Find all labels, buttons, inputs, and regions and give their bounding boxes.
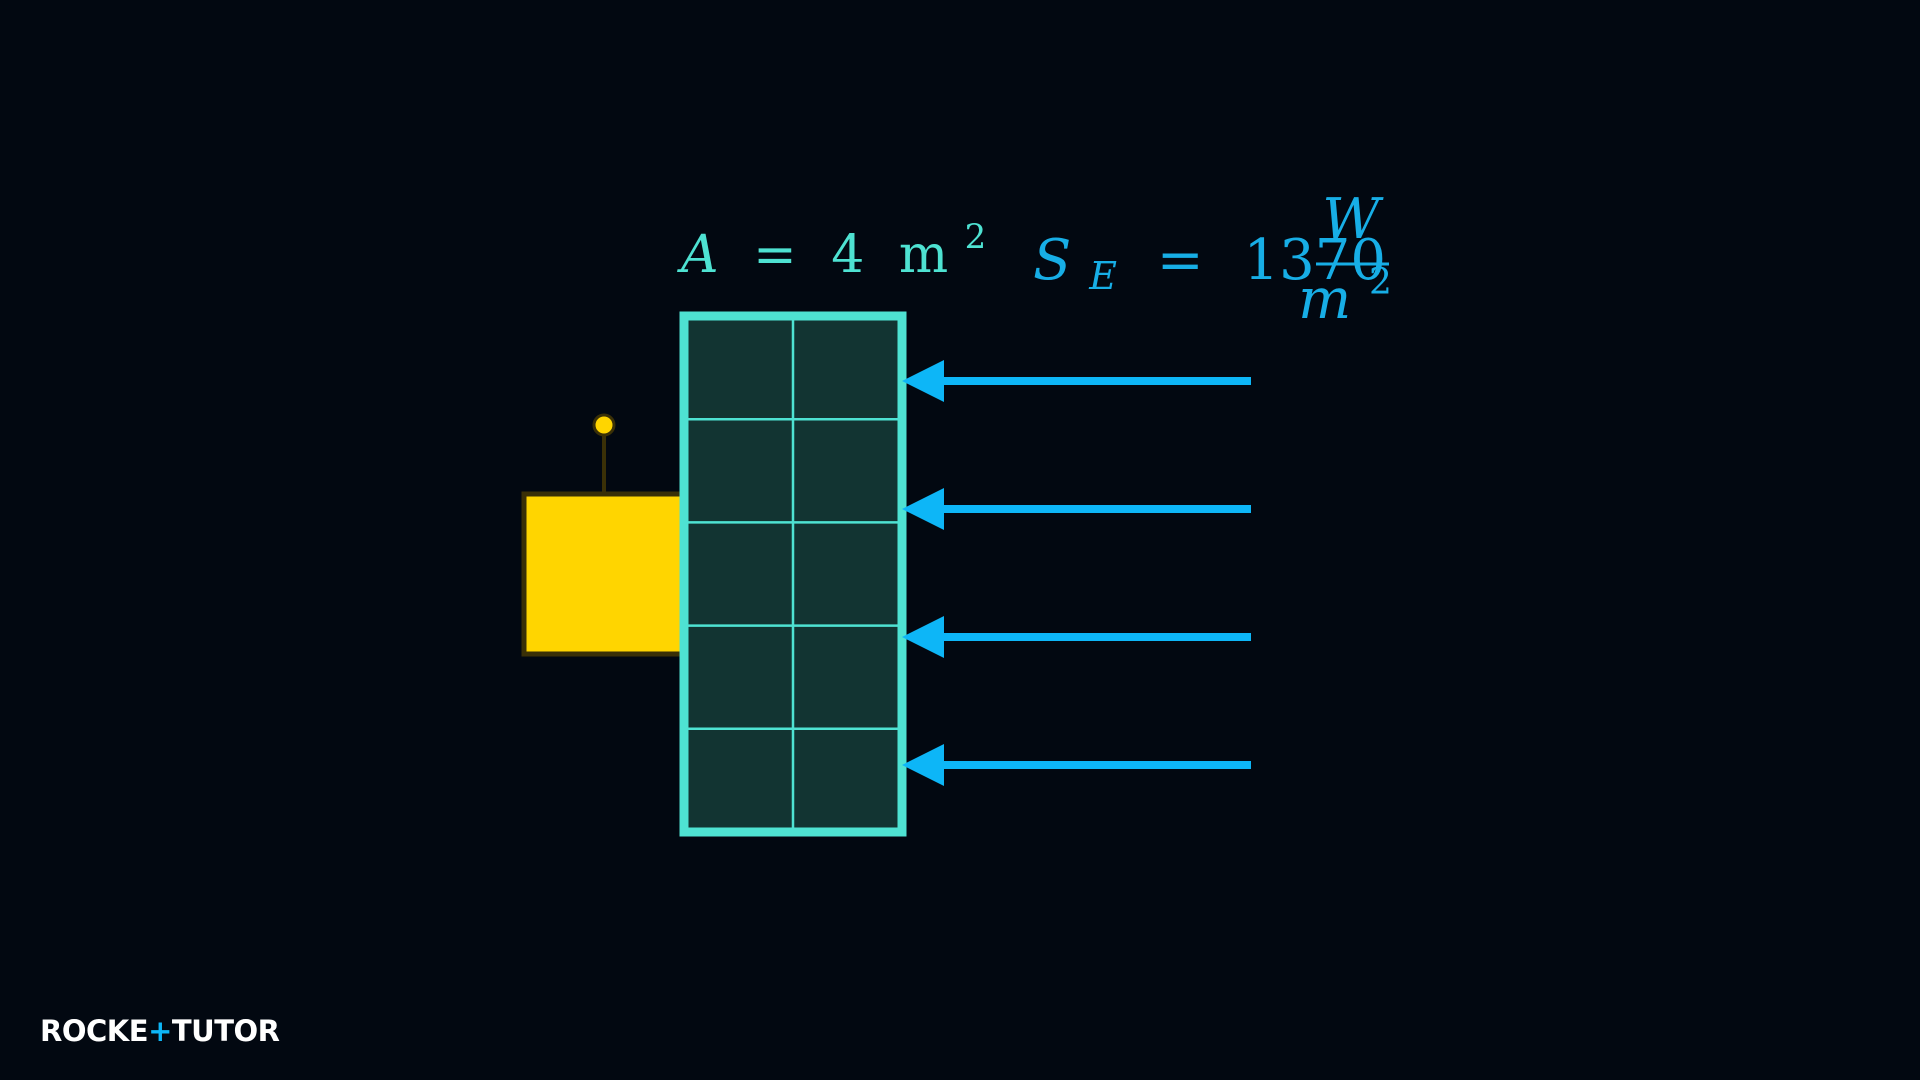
area-label: A = 4 m 2	[677, 217, 986, 285]
logo-text-tuto: TUTO	[172, 1014, 258, 1048]
flux-label: S E = 1370 W m 2	[1033, 187, 1392, 332]
flux-arrow	[902, 488, 1251, 530]
solar-flux-arrows	[902, 360, 1251, 786]
area-eq: =	[753, 225, 797, 285]
flux-arrow-head	[902, 488, 944, 530]
flux-arrow	[902, 744, 1251, 786]
flux-eq: =	[1157, 228, 1204, 293]
logo-text-rocke: ROCKE	[40, 1014, 148, 1048]
flux-arrow-head	[902, 616, 944, 658]
logo-accent-plus: +	[148, 1014, 172, 1048]
area-value: 4	[831, 225, 864, 285]
antenna-tip	[592, 413, 616, 437]
logo-accent-r: R	[258, 1014, 280, 1048]
flux-arrow-head	[902, 744, 944, 786]
flux-arrow-head	[902, 360, 944, 402]
area-exponent: 2	[965, 217, 987, 257]
flux-numerator: W	[1322, 187, 1384, 252]
rockettutor-logo: ROCKE+TUTOR	[40, 1014, 280, 1048]
flux-arrow	[902, 360, 1251, 402]
flux-denominator: m 2	[1298, 262, 1392, 332]
solar-panel-grid	[684, 316, 902, 832]
satellite-body-group	[521, 413, 687, 657]
area-var: A	[677, 225, 719, 285]
flux-lhs: S E = 1370	[1033, 228, 1386, 303]
flux-subscript: E	[1088, 254, 1117, 298]
flux-den-var: m	[1298, 267, 1351, 332]
satellite-body	[521, 491, 687, 657]
flux-arrow	[902, 616, 1251, 658]
flux-den-exponent: 2	[1369, 262, 1392, 303]
flux-value: 1370	[1243, 228, 1386, 293]
flux-var: S	[1033, 228, 1071, 293]
area-unit: m	[899, 225, 948, 285]
solar-panel	[679, 311, 907, 837]
